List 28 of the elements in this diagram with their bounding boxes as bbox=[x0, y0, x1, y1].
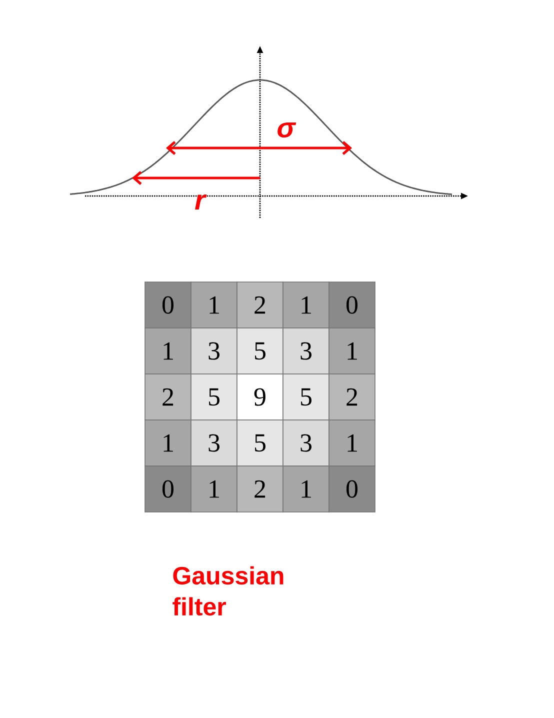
grid-cell: 2 bbox=[328, 374, 376, 420]
grid-cell: 3 bbox=[282, 328, 330, 374]
symbol-label: r bbox=[195, 194, 207, 210]
grid-cell: 5 bbox=[236, 328, 284, 374]
grid-cell: 2 bbox=[236, 466, 284, 512]
grid-cell: 9 bbox=[236, 374, 284, 420]
grid-cell: 1 bbox=[144, 328, 192, 374]
grid-cell: 5 bbox=[282, 374, 330, 420]
grid-cell: 3 bbox=[190, 328, 238, 374]
grid-cell: 2 bbox=[144, 374, 192, 420]
grid-cell: 1 bbox=[328, 328, 376, 374]
grid-cell: 1 bbox=[282, 282, 330, 328]
grid-cell: 0 bbox=[328, 466, 376, 512]
grid-cell: 0 bbox=[144, 466, 192, 512]
caption: Gaussian filter bbox=[172, 566, 284, 616]
symbol-label: σ bbox=[278, 122, 296, 138]
grid-cell: 0 bbox=[144, 282, 192, 328]
grid-cell: 1 bbox=[190, 466, 238, 512]
grid-cell: 5 bbox=[190, 374, 238, 420]
grid-cell: 1 bbox=[190, 282, 238, 328]
grid-cell: 3 bbox=[190, 420, 238, 466]
grid-cell: 0 bbox=[328, 282, 376, 328]
grid-cell: 2 bbox=[236, 282, 284, 328]
grid-cell: 1 bbox=[328, 420, 376, 466]
grid-cell: 1 bbox=[144, 420, 192, 466]
grid-cell: 3 bbox=[282, 420, 330, 466]
grid-cell: 5 bbox=[236, 420, 284, 466]
grid-cell: 1 bbox=[282, 466, 330, 512]
